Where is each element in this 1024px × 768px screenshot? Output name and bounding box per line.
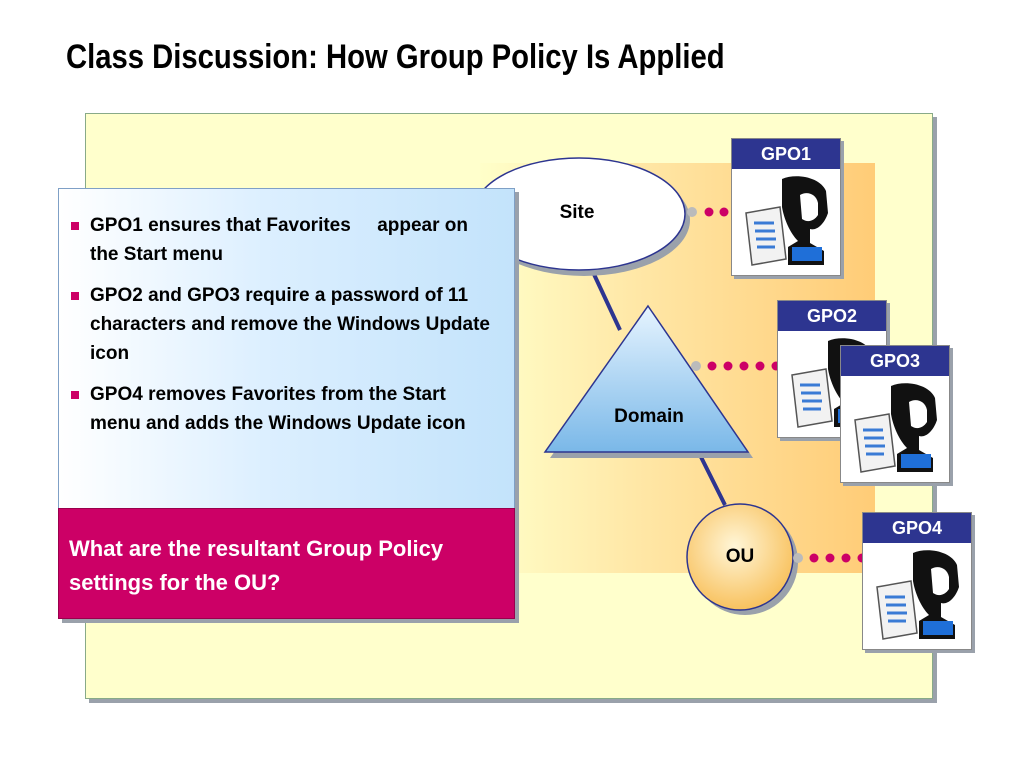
- bullet-item: GPO4 removes Favorites from the Start me…: [71, 380, 494, 438]
- gpo-card-1: GPO1: [731, 138, 841, 276]
- bullet-item: GPO1 ensures that Favorites appear on th…: [71, 211, 494, 269]
- site-gpo1-dots: [687, 207, 729, 217]
- policy-document-icon: [854, 383, 937, 473]
- slide-title: Class Discussion: How Group Policy Is Ap…: [66, 38, 725, 76]
- question-box: What are the resultant Group Policy sett…: [58, 508, 515, 619]
- domain-gpo2-dots: [691, 361, 781, 371]
- policy-document-icon: [745, 176, 828, 266]
- ou-gpo4-dots: [793, 553, 867, 563]
- site-label: Site: [559, 202, 595, 223]
- site-domain-link: [590, 269, 622, 331]
- policy-document-icon: [876, 550, 959, 640]
- gpo-card-3: GPO3: [840, 345, 950, 483]
- bullet-box: GPO1 ensures that Favorites appear on th…: [58, 188, 515, 510]
- ou-label: OU: [725, 546, 755, 567]
- bullet-text: GPO1 ensures that Favorites appear on th…: [90, 215, 474, 265]
- bullet-item: GPO2 and GPO3 require a password of 11 c…: [71, 281, 494, 368]
- gpo-header: GPO3: [841, 346, 949, 376]
- gpo-header: GPO4: [863, 513, 971, 543]
- gpo-card-4: GPO4: [862, 512, 972, 650]
- bullet-square-icon: [71, 222, 79, 230]
- question-text: What are the resultant Group Policy sett…: [69, 536, 444, 595]
- bullet-text: GPO4 removes Favorites from the Start me…: [90, 384, 466, 434]
- bullet-text: GPO2 and GPO3 require a password of 11 c…: [90, 285, 490, 364]
- ou-node: [686, 503, 794, 611]
- bullet-list: GPO1 ensures that Favorites appear on th…: [59, 189, 514, 438]
- bullet-square-icon: [71, 391, 79, 399]
- domain-label: Domain: [614, 406, 684, 427]
- gpo-header: GPO2: [778, 301, 886, 331]
- bullet-square-icon: [71, 292, 79, 300]
- domain-node: [543, 304, 750, 453]
- domain-ou-link: [698, 454, 727, 506]
- gpo-header: GPO1: [732, 139, 840, 169]
